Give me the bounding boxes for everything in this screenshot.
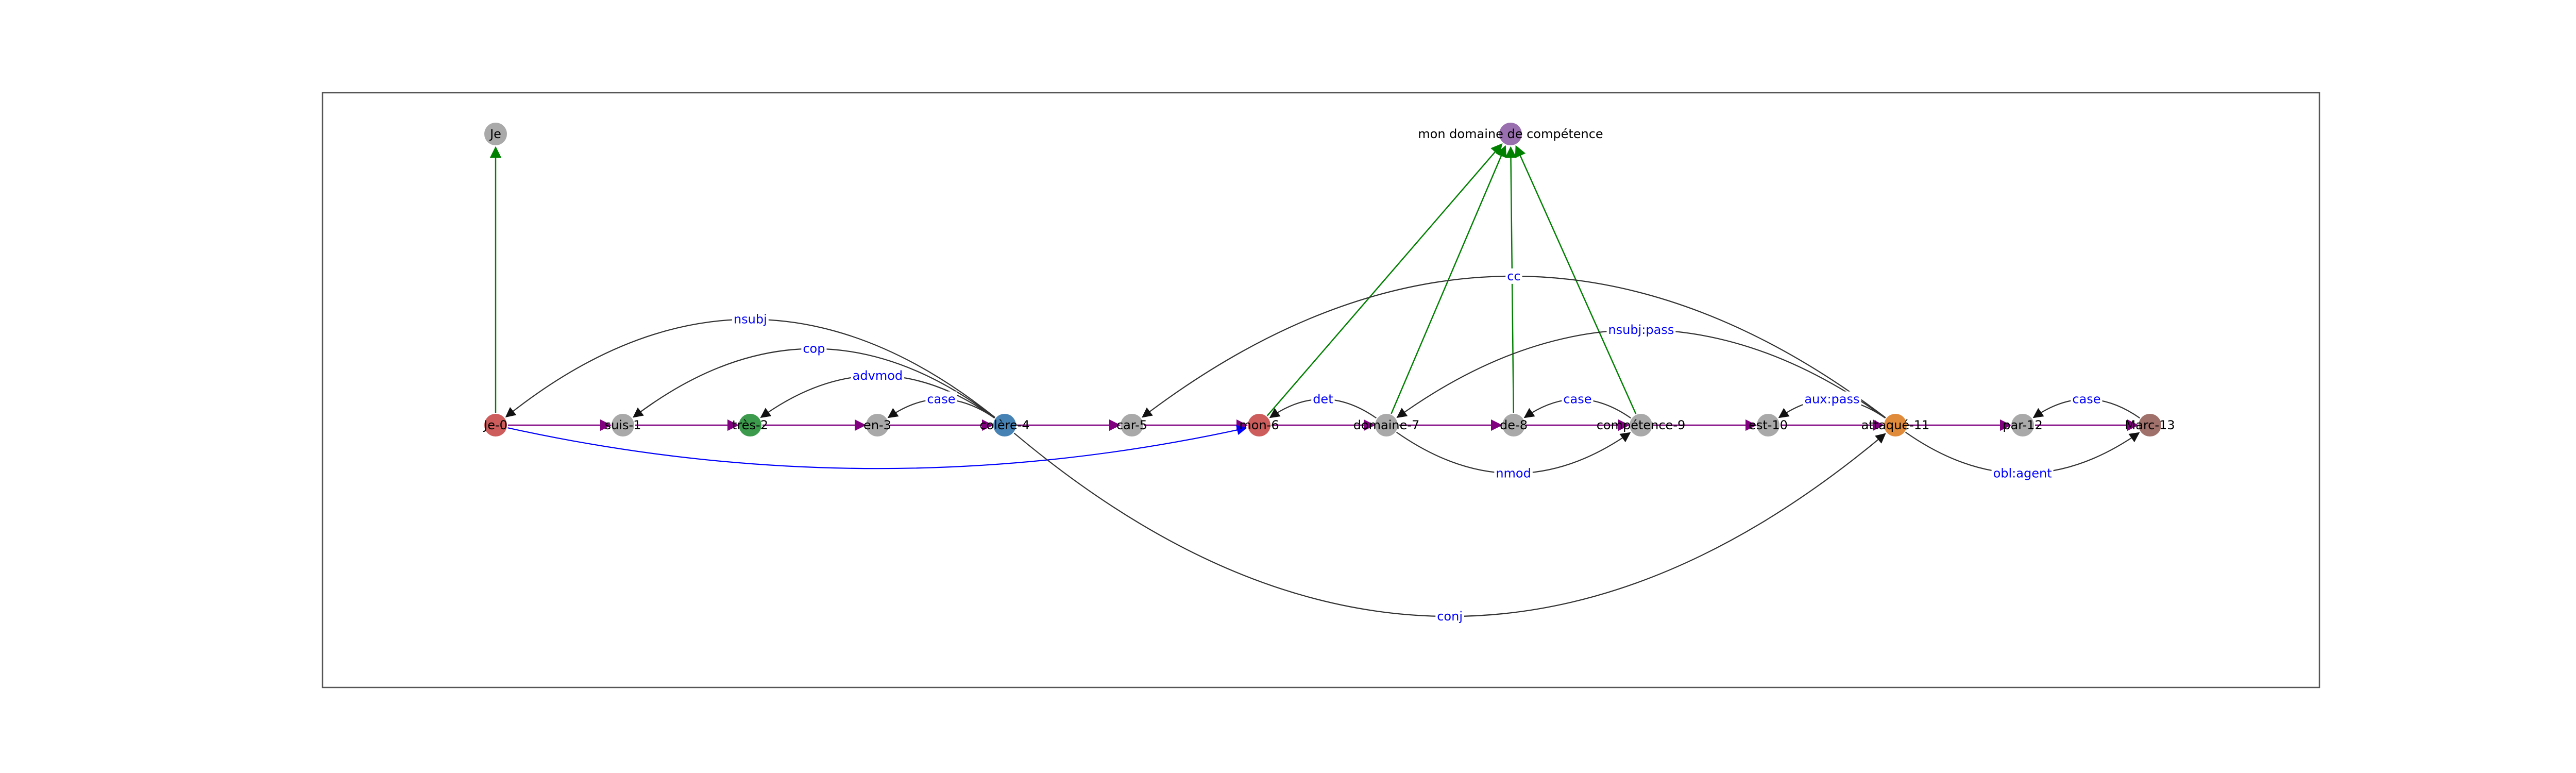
coref-edge-je-0-mon-6	[507, 425, 1247, 469]
edge-labels-layer: nsubj cop advmod case cc det nsubj:pass case nmo…	[732, 268, 2103, 625]
dependency-edge-nsubj-0	[505, 318, 995, 418]
node-est-10	[1757, 414, 1780, 436]
node-je-0	[484, 414, 507, 436]
node-label: car-5	[1116, 418, 1147, 432]
edges-layer	[489, 143, 2140, 617]
edge-label-case: case	[927, 392, 955, 407]
node-label: colère-4	[979, 418, 1029, 432]
node-de-8	[1502, 414, 1525, 436]
node-domaine-7	[1375, 414, 1398, 436]
node-label: attaqué-11	[1861, 418, 1930, 432]
edge-label-obl-agent: obl:agent	[1993, 466, 2052, 481]
edge-label-background	[2071, 391, 2103, 407]
edge-label-background	[1435, 609, 1464, 625]
plot-frame	[321, 92, 2320, 688]
edge-label-advmod: advmod	[853, 368, 903, 383]
edge-label-nmod: nmod	[1496, 466, 1531, 481]
edge-label-case: case	[1563, 392, 1591, 407]
node-en-3	[866, 414, 889, 436]
node-attaqu-11	[1884, 414, 1907, 436]
edge-label-conj: conj	[1437, 609, 1463, 624]
node-label: en-3	[863, 418, 891, 432]
edge-label-nsubj: nsubj	[734, 312, 767, 327]
edge-label-background	[851, 367, 905, 383]
entity-edge-mon-6-mon-domaine-de-comp-tence	[1266, 143, 1503, 416]
edge-label-background	[1311, 391, 1335, 407]
dependency-edge-cc-4	[1142, 275, 1886, 418]
node-mon-6	[1248, 414, 1270, 436]
node-je	[484, 123, 507, 145]
node-label: très-2	[732, 418, 768, 432]
node-label: par-12	[2003, 418, 2042, 432]
node-marc-13	[2139, 414, 2161, 436]
node-label: de-8	[1500, 418, 1528, 432]
edge-label-cop: cop	[803, 342, 825, 356]
node-label: domaine-7	[1353, 418, 1420, 432]
edge-label-case: case	[2072, 392, 2100, 407]
node-mon-domaine-de-comp-tence	[1499, 123, 1522, 145]
edge-label-background	[1494, 465, 1533, 481]
node-tr-s-2	[739, 414, 761, 436]
edge-label-cc: cc	[1507, 269, 1520, 283]
edge-label-nsubj-pass: nsubj:pass	[1608, 323, 1674, 337]
edge-label-background	[732, 311, 769, 327]
nodes-layer: Je-0 suis-1 très-2 en-3 colère-4 car-5 mon-6 do…	[483, 123, 2175, 436]
edge-label-det: det	[1313, 392, 1333, 407]
node-car-5	[1121, 414, 1143, 436]
node-label: est-10	[1749, 418, 1788, 432]
edge-label-background	[1991, 465, 2054, 481]
node-label: Je	[489, 127, 501, 141]
dependency-edge-cop-1	[633, 348, 995, 418]
node-label: compétence-9	[1597, 418, 1686, 432]
node-suis-1	[612, 414, 634, 436]
node-label: mon domaine de compétence	[1418, 127, 1603, 141]
edge-label-background	[1505, 268, 1522, 284]
edge-label-background	[925, 391, 957, 407]
node-label: mon-6	[1239, 418, 1279, 432]
node-col-re-4	[993, 414, 1016, 436]
edge-label-background	[1803, 391, 1861, 407]
node-label: suis-1	[605, 418, 641, 432]
node-label: Marc-13	[2125, 418, 2175, 432]
edge-label-background	[801, 341, 827, 357]
edge-label-aux-pass: aux:pass	[1804, 392, 1859, 407]
edge-label-background	[1562, 391, 1594, 407]
node-label: Je-0	[483, 418, 507, 432]
node-comp-tence-9	[1630, 414, 1652, 436]
node-par-12	[2011, 414, 2034, 436]
edge-label-background	[1606, 322, 1676, 338]
